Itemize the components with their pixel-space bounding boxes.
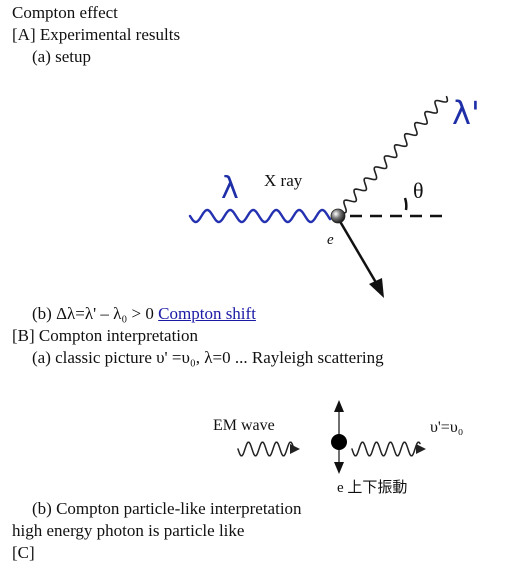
- em-wave-label: EM wave: [213, 417, 275, 434]
- oscillating-electron: [331, 434, 347, 450]
- angle-arc: [403, 197, 408, 211]
- particle-interpretation-text: (b) Compton particle-like interpretation: [32, 499, 302, 518]
- incident-wavelength-symbol: λ: [221, 171, 239, 206]
- section-b-heading: [B] Compton interpretation: [12, 326, 199, 345]
- shift-formula: (b) Δλ=λ' – λ₀ > 0: [32, 304, 154, 323]
- scattered-wave: [339, 95, 449, 214]
- oscillation-arrow-up: [334, 400, 344, 412]
- compton-setup-figure: λ X ray λ' θ e: [188, 94, 480, 298]
- section-c-heading: [C]: [12, 543, 35, 562]
- section-a-heading: [A] Experimental results: [12, 25, 181, 44]
- em-wave-incoming: [237, 441, 295, 457]
- scattered-wavelength-symbol: λ': [452, 94, 480, 132]
- oscillation-arrow-down: [334, 462, 344, 474]
- em-wave-arrow-head: [290, 444, 300, 454]
- compton-shift-link[interactable]: Compton shift: [158, 304, 256, 323]
- x-ray-label: X ray: [264, 171, 303, 190]
- setup-label: (a) setup: [32, 47, 92, 66]
- em-wave-outgoing: [351, 441, 421, 457]
- incident-wave: [188, 208, 332, 224]
- doc-title: Compton effect: [12, 3, 118, 22]
- angle-symbol: θ: [413, 178, 424, 203]
- classical-picture-figure: EM wave υ'=υ₀ e 上下振動: [213, 400, 463, 496]
- outgoing-frequency-label: υ'=υ₀: [430, 419, 463, 436]
- electron-oscillation-label: e 上下振動: [337, 479, 407, 496]
- out-wave-arrow-head: [416, 444, 426, 454]
- compton-shift-line: (b) Δλ=λ' – λ₀ > 0 Compton shift: [32, 304, 256, 324]
- recoil-electron-path: [336, 217, 380, 287]
- electron-ball: [330, 208, 346, 224]
- photon-text: high energy photon is particle like: [12, 521, 245, 540]
- electron-label: e: [327, 232, 334, 248]
- recoil-arrow-head: [369, 278, 384, 298]
- classic-picture-text: (a) classic picture υ' =υ₀, λ=0 ... Rayl…: [32, 348, 384, 367]
